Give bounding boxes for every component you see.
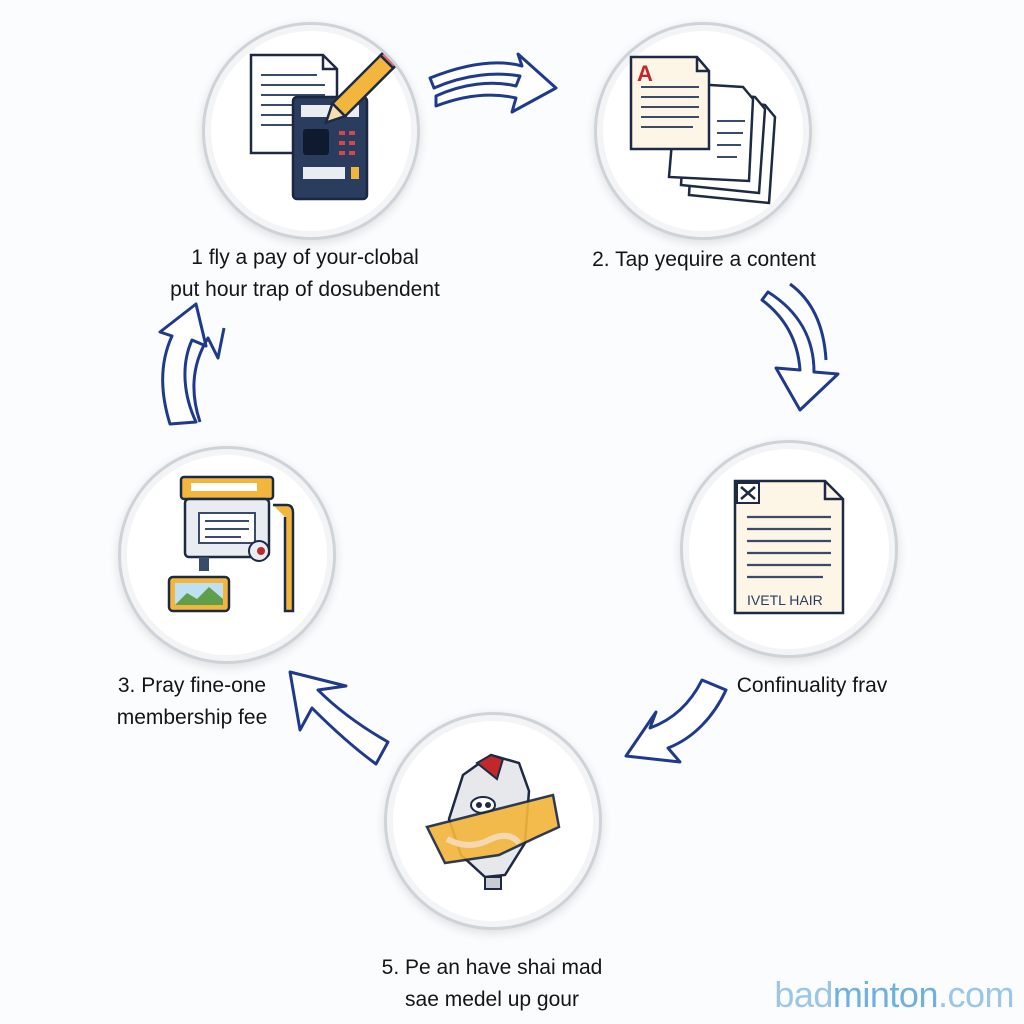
arrow-step5-to-step3 <box>288 670 390 766</box>
step-3-caption: 3. Pray fine-one membership fee <box>92 670 292 734</box>
step-4-caption: Confinuality frav <box>712 670 912 702</box>
step-4-caption-line-1: Confinuality frav <box>736 674 888 697</box>
step-5-caption-line-2: sae medel up gour <box>405 988 579 1011</box>
step-2-circle: A <box>594 22 812 240</box>
watermark-part-3: .com <box>937 974 1015 1015</box>
watermark-part-2: minton <box>832 974 939 1015</box>
document-footer-text: IVETL HAIR <box>747 592 823 608</box>
arrow-step3-to-step1 <box>158 302 226 426</box>
document-with-x-icon: IVETL HAIR <box>733 479 845 615</box>
step-1-caption: 1 fly a pay of your-clobal put hour trap… <box>150 242 460 306</box>
step-1-caption-line-2: put hour trap of dosubendent <box>170 278 440 301</box>
step-3-caption-line-1: 3. Pray fine-one <box>117 674 267 697</box>
arrow-step2-to-step4 <box>760 282 840 412</box>
step-5-circle <box>384 712 602 930</box>
tied-object-icon <box>425 753 561 890</box>
document-letter: A <box>637 61 653 86</box>
step-2-caption-line-1: 2. Tap yequire a content <box>592 248 816 271</box>
step-5-caption: 5. Pe an have shai mad sae medel up gour <box>360 952 624 1016</box>
machine-picture-frame-icon <box>167 475 295 613</box>
step-3-circle <box>118 446 336 664</box>
step-1-circle <box>202 22 420 240</box>
watermark-logo: badminton.com <box>774 974 1014 1016</box>
step-1-caption-line-1: 1 fly a pay of your-clobal <box>191 246 419 269</box>
stacked-documents-icon: A <box>629 55 777 205</box>
arrow-step4-to-step5 <box>624 678 728 764</box>
step-2-caption: 2. Tap yequire a content <box>570 244 838 276</box>
step-5-caption-line-1: 5. Pe an have shai mad <box>381 956 603 979</box>
watermark-part-1: bad <box>774 974 833 1015</box>
step-4-circle: IVETL HAIR <box>680 440 898 658</box>
step-3-caption-line-2: membership fee <box>116 706 268 729</box>
arrow-step1-to-step2 <box>428 52 558 114</box>
document-printer-pencil-icon <box>249 46 403 201</box>
